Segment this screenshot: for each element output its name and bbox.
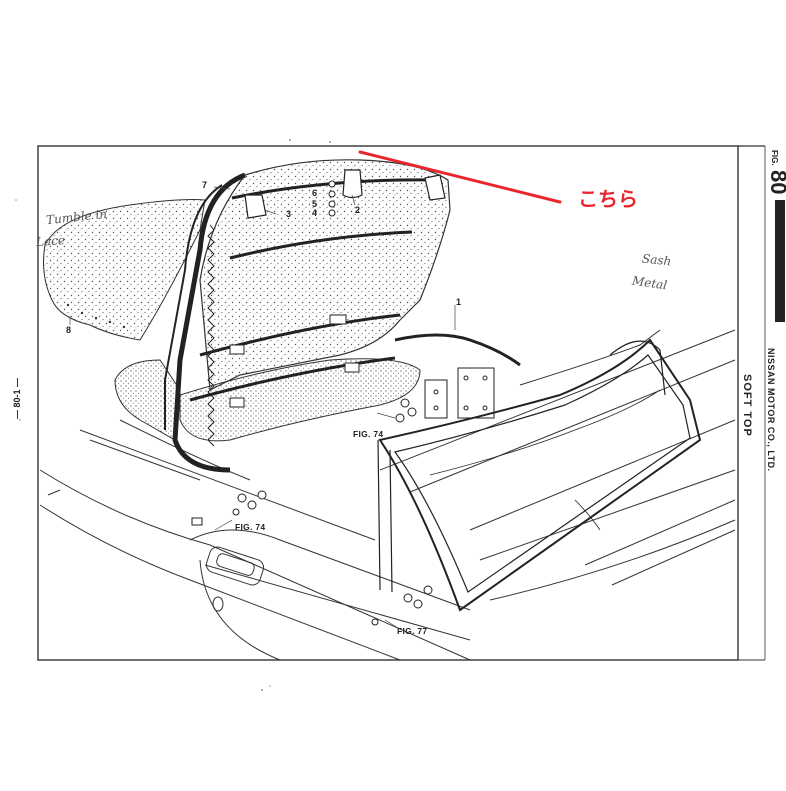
callout-label: こちら bbox=[578, 187, 638, 211]
page-number: — 80-1 — bbox=[12, 378, 22, 420]
bow-clamps bbox=[229, 314, 360, 408]
top-stowage-pocket bbox=[179, 358, 421, 442]
side-flap bbox=[114, 359, 181, 441]
part-number-2: 2 bbox=[355, 205, 361, 215]
fig-number: 80 bbox=[766, 170, 786, 195]
windshield bbox=[377, 338, 702, 612]
door-handle bbox=[205, 546, 265, 612]
folded-soft-top bbox=[43, 199, 206, 341]
latch-hooks bbox=[244, 169, 446, 219]
part-number-5: 5 bbox=[312, 199, 318, 209]
part-number-4: 4 bbox=[312, 208, 318, 218]
scan-specks bbox=[15, 139, 331, 691]
car-body-outline bbox=[39, 329, 736, 661]
fasteners bbox=[191, 180, 433, 626]
fig-ref-74-upper: FIG. 74 bbox=[353, 429, 384, 439]
sheet-frame bbox=[37, 145, 785, 661]
hinge-bracket bbox=[424, 367, 495, 419]
callout-line bbox=[358, 150, 562, 204]
leader-lines bbox=[69, 186, 456, 629]
fig-ref-77: FIG. 77 bbox=[397, 626, 428, 636]
company-name: NISSAN MOTOR CO., LTD. bbox=[766, 348, 776, 472]
fig-label: FIG. bbox=[770, 150, 779, 166]
soft-top-panel bbox=[199, 159, 451, 391]
folded-top-seam bbox=[66, 303, 126, 329]
part-number-6: 6 bbox=[312, 188, 318, 198]
handwritten-note-left-2: Lace bbox=[35, 233, 66, 249]
part-number-1: 1 bbox=[456, 297, 462, 307]
part-number-7: 7 bbox=[202, 180, 208, 190]
part-number-3: 3 bbox=[286, 209, 292, 219]
section-title: SOFT TOP bbox=[741, 374, 753, 437]
part-number-8: 8 bbox=[66, 325, 72, 335]
handwritten-note-right-1: Sash bbox=[641, 251, 672, 269]
fig-ref-74-lower: FIG. 74 bbox=[235, 522, 266, 532]
side-rail bbox=[164, 172, 246, 473]
